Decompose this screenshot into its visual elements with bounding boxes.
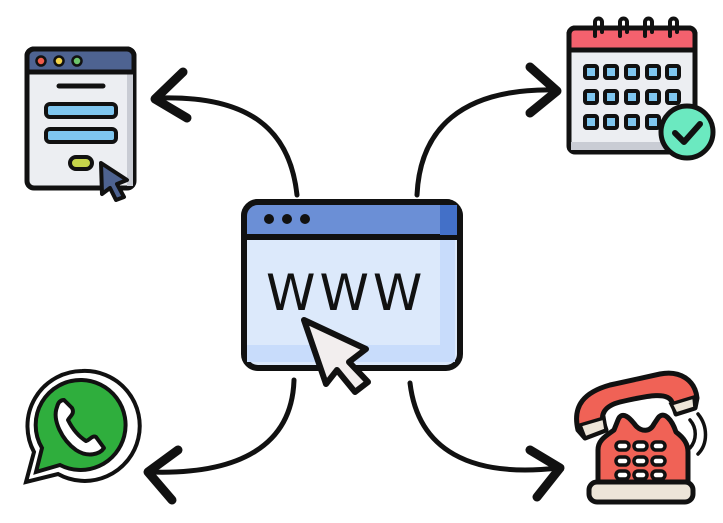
check-icon <box>672 121 703 145</box>
ringing-icon <box>688 412 708 456</box>
cursor-icon <box>99 161 129 202</box>
telephone-icon <box>574 370 708 505</box>
arrow-to-whatsapp <box>143 377 297 505</box>
arrows <box>143 62 565 505</box>
calendar-check-icon <box>566 16 716 161</box>
cursor-icon <box>301 317 371 395</box>
arrow-to-phone <box>407 380 565 502</box>
arrow-to-form <box>150 67 300 198</box>
whatsapp-icon <box>23 368 142 485</box>
window-dot-icon <box>300 214 310 224</box>
handset-icon <box>53 398 106 457</box>
arrow-to-calendar <box>414 62 562 198</box>
window-dot-icon <box>282 214 292 224</box>
browser-www-icon: WWW <box>241 199 463 395</box>
web-form-icon <box>24 46 137 202</box>
window-dot-icon <box>264 214 274 224</box>
check-badge <box>658 103 716 161</box>
www-label: WWW <box>266 264 426 322</box>
